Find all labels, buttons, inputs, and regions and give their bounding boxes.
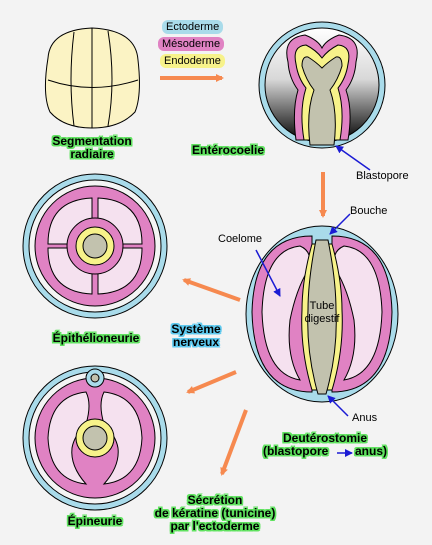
label-tube-digestif: Tube digestif: [300, 300, 344, 326]
label-secretion: Sécrétion de kératine (tunicine) par l'e…: [140, 494, 290, 533]
pointer-blastopore: [335, 145, 371, 171]
label-epineurie: Épineurie: [67, 514, 123, 528]
pointer-anus: [327, 395, 349, 417]
epineurie-section: [22, 365, 168, 511]
label-secretion-line1: Sécrétion: [187, 493, 243, 507]
label-deuterostomie-anus: anus): [355, 444, 388, 458]
label-bouche: Bouche: [350, 205, 388, 217]
label-tube-line1: Tube: [309, 300, 335, 312]
label-epithelioneurie: Épithélioneurie: [52, 331, 140, 345]
arrow-to-epineurie: [186, 370, 237, 394]
label-deuterostomie-blastopore: (blastopore: [262, 444, 329, 458]
label-systeme-line2: nerveux: [172, 335, 220, 349]
label-segmentation-line1: Segmentation: [52, 134, 132, 148]
legend-mesoderm: Mésoderme: [158, 37, 225, 51]
epithelioneurie-section: [22, 173, 168, 319]
legend-ectoderm: Ectoderme: [162, 20, 224, 34]
label-systeme-nerveux: Système nerveux: [166, 323, 226, 349]
label-secretion-line3: par l'ectoderme: [170, 519, 260, 533]
deuterostomie-embryo: [245, 225, 399, 403]
label-segmentation-line2: radiaire: [70, 147, 114, 161]
label-deuterostomie: Deutérostomie (blastopore anus): [260, 432, 390, 458]
label-deuterostomie-line1: Deutérostomie: [282, 431, 368, 445]
enterocoelie-embryo: [258, 21, 386, 149]
label-coelome: Coelome: [218, 233, 263, 245]
label-segmentation: Segmentation radiaire: [42, 135, 142, 161]
legend-endoderm: Endoderme: [160, 54, 225, 68]
arrow-to-secretion: [220, 409, 248, 476]
label-deuterostomie-line2: (blastopore anus): [260, 445, 390, 458]
radial-cleavage-embryo: [44, 27, 140, 129]
label-anus: Anus: [352, 412, 378, 424]
label-blastopore: Blastopore: [356, 170, 409, 182]
label-secretion-line2: de kératine (tunicine): [154, 506, 276, 520]
pointer-bouche: [329, 213, 351, 235]
arrow-to-epithelioneurie: [182, 278, 241, 302]
label-enterocoelie: Entérocoelie: [191, 143, 265, 157]
pointer-coelome: [255, 249, 281, 297]
label-systeme-line1: Système: [171, 322, 221, 336]
label-tube-line2: digestif: [304, 313, 340, 325]
